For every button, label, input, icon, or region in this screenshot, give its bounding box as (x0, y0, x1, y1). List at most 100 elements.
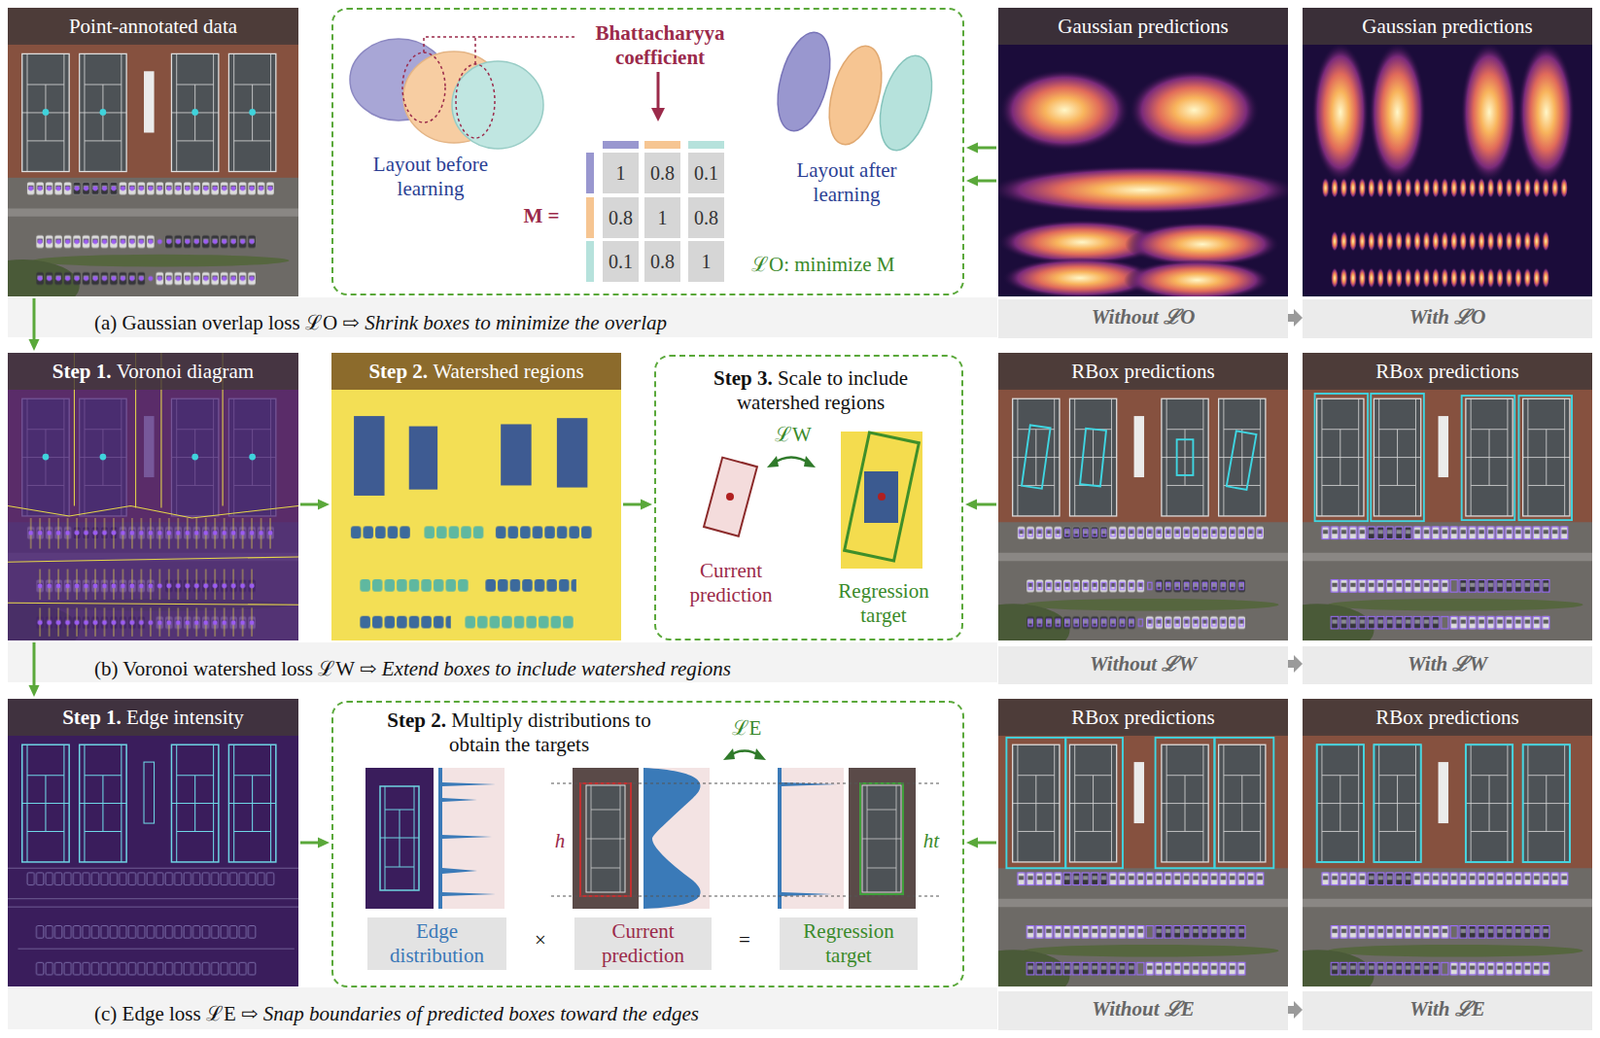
image-panel: Gaussian predictions (1302, 7, 1593, 297)
panel-title: Step 1. (52, 359, 112, 383)
panel-title: Edge intensity (126, 705, 244, 730)
edge-loss-box: Step 2.Multiply distributions to obtain … (331, 700, 965, 988)
box-text: ℒE (731, 716, 763, 740)
flow-arrow (966, 142, 997, 154)
text-group: Without ℒO (998, 299, 1288, 337)
text-group: 1 (688, 241, 725, 282)
ablation-band: With ℒW (1302, 646, 1593, 685)
ablation-band: With ℒO (1302, 299, 1593, 339)
text-group: With ℒW (1302, 646, 1593, 683)
box-text: ht (923, 829, 940, 853)
ablation-band: Without ℒW (998, 646, 1288, 685)
subfigure-caption: (c) Edge loss ℒE ⇨ (94, 1002, 259, 1026)
text-group: Without ℒE (998, 991, 1288, 1029)
chip-label: Current prediction (601, 919, 685, 968)
flow-arrow (966, 175, 997, 187)
box-text: Multiply distributions to obtain the tar… (449, 708, 652, 757)
text-group: 0.1 (688, 152, 725, 194)
panel-title: Step 1. (62, 705, 122, 730)
flow-arrow (300, 837, 330, 849)
subfigure-caption: Snap boundaries of predicted boxes towar… (263, 1002, 699, 1026)
box-text: Layout after learning (796, 158, 897, 207)
ablation-arrow (1287, 1001, 1303, 1019)
box-text: = (738, 928, 751, 952)
flow-arrow (300, 499, 330, 511)
target-chip: Regression target (779, 917, 918, 971)
image-panel: Step 1.Edge intensity (7, 698, 299, 987)
panel-title: Point-annotated data (69, 14, 238, 38)
text-group: Edge distribution (375, 919, 499, 969)
text-group: Regression target (787, 919, 910, 969)
box-text: Layout before learning (373, 152, 488, 201)
text-group: RBox predictions (1302, 352, 1593, 390)
ablation-label: With ℒE (1409, 997, 1486, 1021)
text-group: Gaussian predictions (1302, 7, 1593, 45)
text-group: 1 (644, 197, 681, 239)
matrix-cell: 1 (616, 162, 627, 184)
text-group: h (547, 829, 573, 854)
ablation-label: With ℒW (1407, 652, 1488, 676)
text-group: (a) Gaussian overlap loss ℒO ⇨Shrink box… (94, 310, 970, 336)
text-group: (b) Voronoi watershed loss ℒW ⇨Extend bo… (94, 656, 970, 682)
text-group: Step 2.Watershed regions (331, 352, 622, 390)
text-group: M = (514, 204, 569, 229)
target-chip: Edge distribution (367, 917, 507, 971)
ablation-band: Without ℒO (998, 299, 1288, 339)
flow-arrow (966, 837, 997, 849)
target-chip: Current prediction (574, 917, 712, 971)
ablation-arrow (1287, 655, 1303, 673)
matrix-cell: 0.8 (608, 207, 633, 229)
text-group: 0.1 (602, 241, 639, 282)
subfigure-caption: (a) Gaussian overlap loss ℒO ⇨ (94, 311, 360, 335)
flow-arrow (623, 499, 653, 511)
panel-title: Step 2. (368, 359, 428, 383)
panel-title: Gaussian predictions (1361, 14, 1533, 38)
text-group: × (528, 928, 553, 953)
text-group: Step 1.Voronoi diagram (7, 352, 299, 390)
text-group: Bhattacharyya coefficient (582, 21, 738, 70)
box-text: Bhattacharyya coefficient (595, 21, 726, 70)
box-text: h (555, 829, 566, 853)
ablation-band: With ℒE (1302, 991, 1593, 1031)
text-group: Current prediction (667, 558, 795, 608)
text-group: ℒO: minimize M (751, 252, 956, 278)
image-panel: RBox predictions (1302, 698, 1593, 987)
image-panel: Step 1.Voronoi diagram (7, 352, 299, 641)
text-group: ℒW (773, 422, 813, 448)
box-text: Regression target (837, 579, 929, 627)
text-group: 0.8 (644, 152, 681, 194)
text-group: (c) Edge loss ℒE ⇨Snap boundaries of pre… (94, 1001, 970, 1027)
matrix-cell: 1 (658, 207, 668, 229)
text-group: 0.8 (688, 197, 725, 239)
text-group: 0.8 (644, 241, 681, 282)
panel-title: Gaussian predictions (1057, 14, 1229, 38)
matrix-cell: 0.1 (694, 162, 719, 184)
text-group: With ℒE (1302, 991, 1593, 1029)
box-text: Current prediction (689, 558, 772, 607)
box-text: Step 2. (386, 708, 447, 732)
text-group: 0.8 (602, 197, 639, 239)
box-text: M = (522, 204, 559, 228)
box-text: ℒW (774, 422, 812, 447)
ablation-label: Without ℒO (1091, 305, 1196, 329)
ablation-arrow (1287, 309, 1303, 327)
text-group: 1 (602, 152, 639, 194)
flow-arrow (29, 642, 40, 697)
panel-title: RBox predictions (1071, 359, 1216, 383)
text-group: Point-annotated data (7, 7, 299, 45)
image-panel: Step 2.Watershed regions (331, 352, 622, 641)
subfigure-caption: Shrink boxes to minimize the overlap (364, 311, 667, 335)
panel-title: RBox predictions (1375, 705, 1520, 730)
text-group: ℒE (727, 716, 766, 741)
text-group: With ℒO (1302, 299, 1593, 337)
image-panel: Gaussian predictions (998, 7, 1288, 297)
panel-title: RBox predictions (1071, 705, 1216, 730)
watershed-loss-box: Step 3.Scale to include watershed region… (654, 354, 964, 641)
chip-label: Edge distribution (389, 919, 485, 968)
text-group: Without ℒW (998, 646, 1288, 683)
subfigure-caption: Extend boxes to include watershed region… (382, 657, 731, 681)
panel-title: RBox predictions (1375, 359, 1520, 383)
text-group: RBox predictions (998, 698, 1288, 736)
text-group: Regression target (820, 579, 947, 628)
